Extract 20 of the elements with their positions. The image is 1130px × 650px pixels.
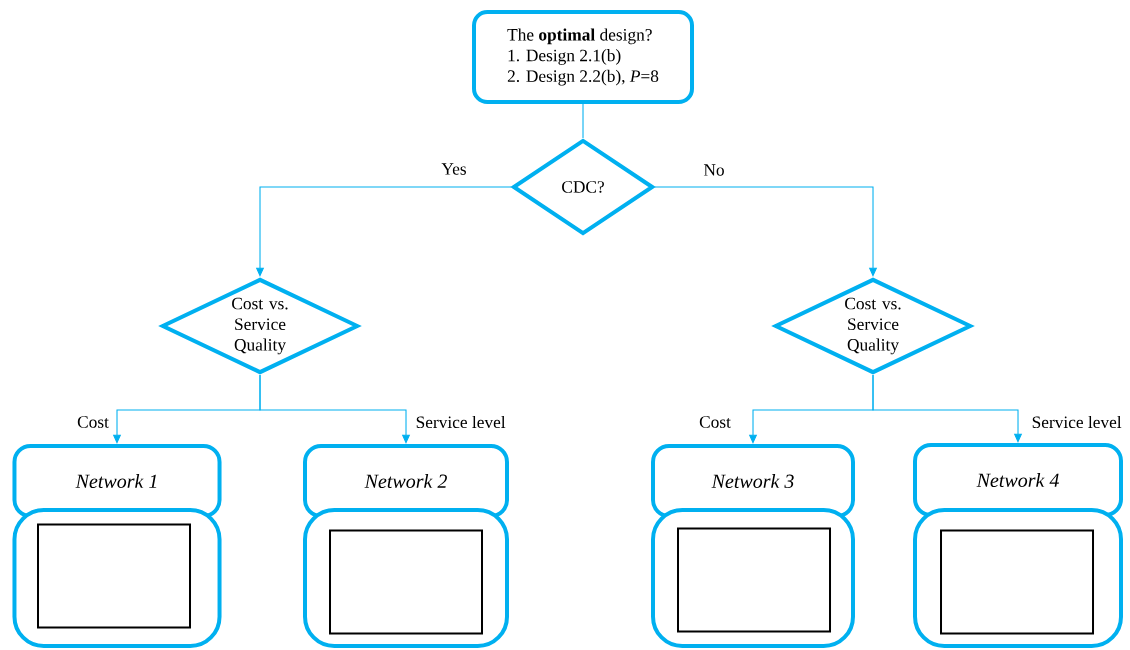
picture-frame (37, 523, 191, 629)
edge-label: Yes (441, 163, 466, 175)
edge-label: No (703, 164, 724, 176)
edge-label: Cost (699, 416, 731, 428)
panel-box (651, 508, 855, 648)
connector-arrow (259, 374, 411, 444)
picture-frame (329, 529, 483, 635)
question-box: The optimal design? 1. Design 2.1(b) 2. Design 2.2(b), P=8 (472, 10, 694, 104)
edge-label: Service level (416, 415, 506, 429)
edge-label: Cost (77, 416, 109, 428)
panel-box (303, 508, 509, 648)
connector-arrow (654, 186, 878, 277)
panel-box (913, 508, 1123, 648)
panel-box (12, 508, 222, 648)
picture-frame (677, 527, 831, 633)
connector-arrow (872, 374, 1023, 443)
edge-label: Service level (1032, 415, 1122, 429)
picture-frame (940, 529, 1094, 635)
network-header-box: Network 4 (913, 443, 1123, 517)
connector-line (582, 103, 584, 139)
